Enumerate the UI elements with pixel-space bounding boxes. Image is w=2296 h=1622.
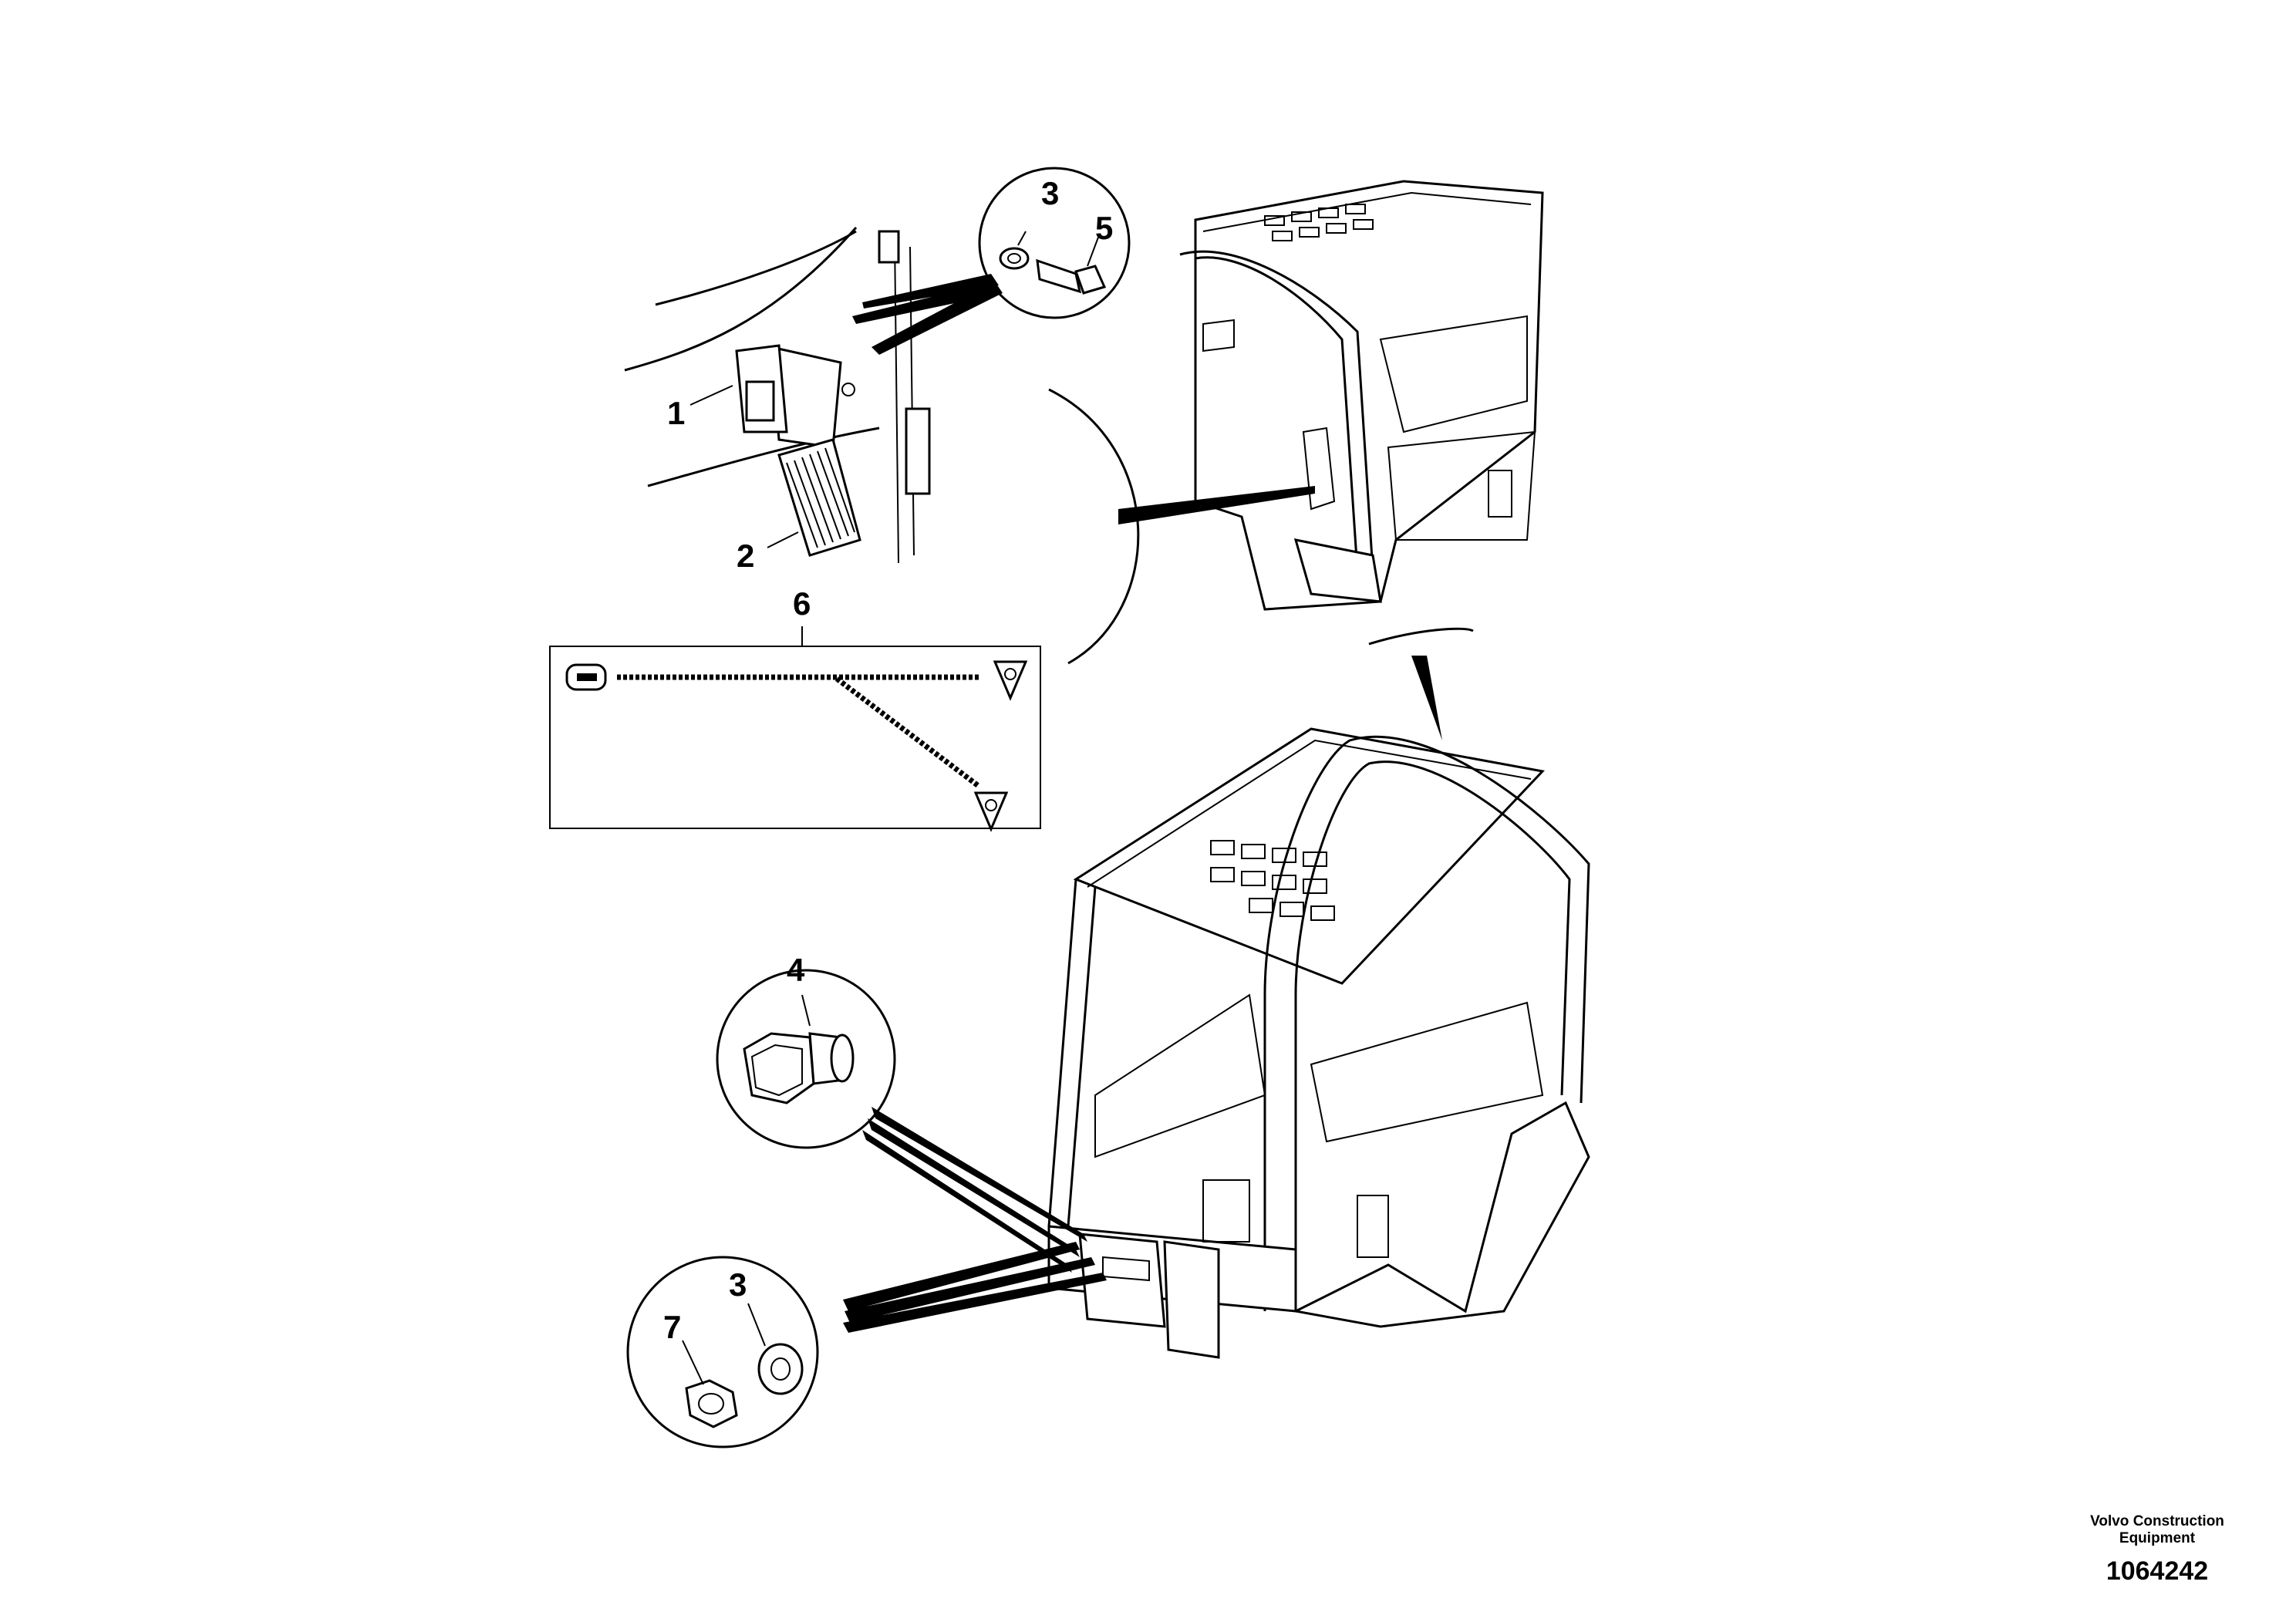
cab-view-upper	[1179, 180, 1544, 611]
view-arc-lower	[1368, 627, 1474, 646]
callout-3-lower: 3	[729, 1266, 747, 1303]
leader-fan-washer-bolt	[852, 274, 1003, 355]
pedal-detail-view	[624, 227, 931, 564]
drawing-number: 1064242	[2106, 1556, 2209, 1586]
callout-4: 4	[787, 952, 805, 988]
detail-circle-nut-washer	[626, 1256, 819, 1448]
leader-fan-sleeve	[862, 1107, 1087, 1273]
main-cab-view	[1047, 727, 1590, 1359]
detail-circle-washer-bolt	[978, 167, 1131, 319]
detail-circle-sleeve	[716, 969, 896, 1149]
title-block: Volvo Construction Equipment 1064242	[2065, 1513, 2250, 1587]
company-name-line2: Equipment	[2119, 1530, 2196, 1546]
view-arc-pedal	[1048, 388, 1140, 665]
pedal-ribs	[786, 447, 855, 548]
roof-vents-upper	[1264, 204, 1374, 241]
callout-2: 2	[737, 538, 754, 574]
callout-1: 1	[667, 395, 685, 431]
callout-5: 5	[1095, 210, 1113, 246]
callout-7: 7	[663, 1309, 681, 1345]
callout-3-upper: 3	[1041, 175, 1059, 211]
company-name-line1: Volvo Construction	[2090, 1513, 2224, 1529]
harness-detail-box	[549, 626, 1041, 832]
leader-fan-cab-upper	[1118, 486, 1315, 524]
leader-fan-nut-washer	[843, 1242, 1107, 1333]
roof-vents-main	[1210, 840, 1335, 921]
pointer-arrow	[1411, 656, 1442, 740]
callout-6: 6	[793, 585, 811, 622]
